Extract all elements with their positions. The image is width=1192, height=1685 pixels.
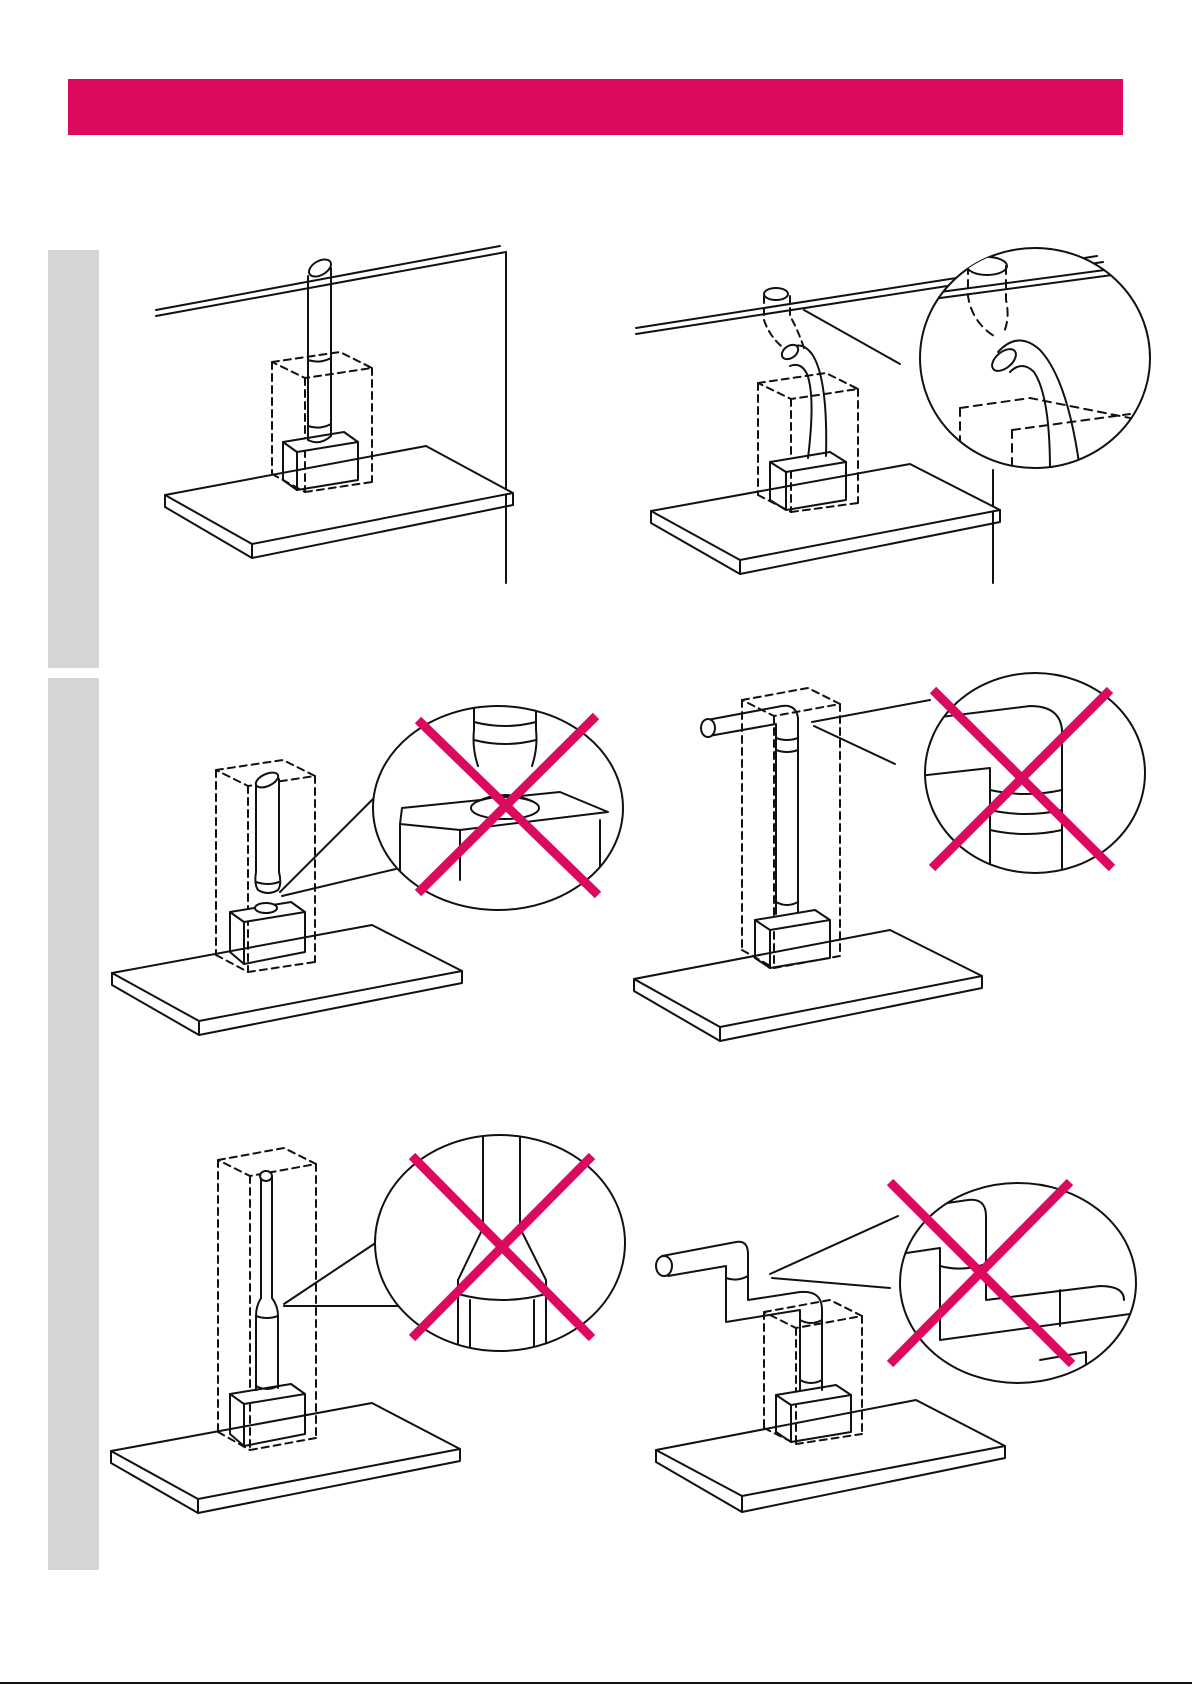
detail-callout-correct xyxy=(920,248,1150,470)
detail-callout-bends xyxy=(900,1183,1136,1383)
figure-correct-curved-duct xyxy=(636,248,1150,583)
figure-incorrect-reduced-connection xyxy=(112,700,623,1035)
figure-incorrect-sharp-elbow xyxy=(634,673,1145,1041)
figure-incorrect-narrowed-duct xyxy=(111,1130,625,1513)
figure-correct-straight-duct xyxy=(156,246,513,583)
figure-incorrect-multiple-bends xyxy=(656,1182,1136,1512)
page-bottom-rule xyxy=(0,1682,1192,1684)
